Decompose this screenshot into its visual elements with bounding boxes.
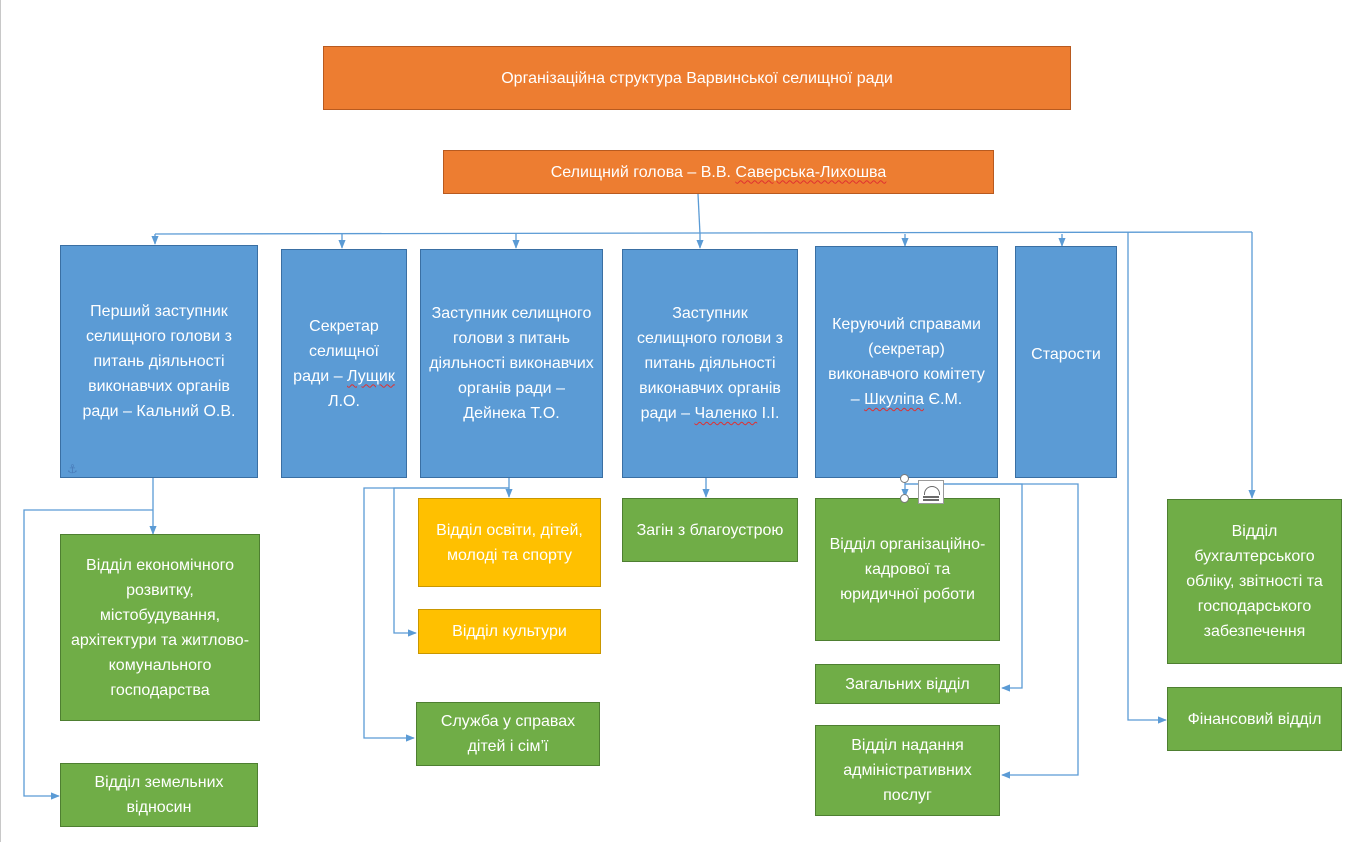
manager-prefix: Керуючий справами (секретар) виконавчого… <box>828 316 985 408</box>
anchor-icon: ⚓ <box>67 462 78 476</box>
deputy2-text: Заступник селищного голови з питань діял… <box>429 305 594 422</box>
dept-accounting-text: Відділ бухгалтерського обліку, звітності… <box>1186 523 1323 640</box>
deputy3-text: Заступник селищного голови з питань діял… <box>631 301 789 426</box>
dept-land-box[interactable]: Відділ земельних відносин <box>60 763 258 827</box>
connector-to-finance <box>1127 232 1167 724</box>
secretary-suffix: Л.О. <box>328 392 360 410</box>
dept-finance-box[interactable]: Фінансовий відділ <box>1167 687 1342 751</box>
dept-children-text: Служба у справах дітей і сім’ї <box>440 713 576 755</box>
dept-improvement-text: Загін з благоустрою <box>636 521 784 539</box>
dept-hr-text: Відділ організаційно-кадрової та юридичн… <box>829 536 986 603</box>
deputy3-box[interactable]: Заступник селищного голови з питань діял… <box>622 249 798 478</box>
deputy3-prefix: Заступник селищного голови з питань діял… <box>636 305 784 422</box>
head-name: Саверська-Лихошва <box>735 163 887 181</box>
secretary-name: Лущик <box>347 367 395 385</box>
deputy1-box[interactable]: Перший заступник селищного голови з пита… <box>60 245 258 478</box>
resize-handle-bottom[interactable] <box>900 494 909 503</box>
dept-economy-box[interactable]: Відділ економічного розвитку, містобудув… <box>60 534 260 721</box>
deputy2-box[interactable]: Заступник селищного голови з питань діял… <box>420 249 603 478</box>
manager-text: Керуючий справами (секретар) виконавчого… <box>824 312 989 412</box>
dept-economy-text: Відділ економічного розвитку, містобудув… <box>70 556 250 699</box>
manager-suffix: Є.М. <box>924 391 963 408</box>
secretary-text: Секретар селищної ради – Лущик Л.О. <box>290 314 398 414</box>
elders-text: Старости <box>1031 346 1101 363</box>
head-box[interactable]: Селищний голова – В.В. Саверська-Лихошва <box>443 150 994 194</box>
manager-box[interactable]: Керуючий справами (секретар) виконавчого… <box>815 246 998 478</box>
dept-culture-text: Відділ культури <box>452 623 567 640</box>
deputy3-suffix: І.І. <box>757 405 780 422</box>
dept-general-text: Загальних відділ <box>845 675 970 693</box>
secretary-prefix: Секретар селищної ради – <box>293 317 379 385</box>
dept-culture-box[interactable]: Відділ культури <box>418 609 601 654</box>
head-text: Селищний голова – В.В. Саверська-Лихошва <box>551 160 887 185</box>
connector-bus <box>154 231 1253 235</box>
dept-improvement-box[interactable]: Загін з благоустрою <box>622 498 798 562</box>
head-prefix: Селищний голова – В.В. <box>550 163 736 181</box>
dept-general-box[interactable]: Загальних відділ <box>815 664 1000 704</box>
title-box[interactable]: Організаційна структура Варвинської сели… <box>323 46 1071 110</box>
elders-box[interactable]: Старости <box>1015 246 1117 478</box>
connector-head-bus <box>697 193 701 235</box>
dept-finance-text: Фінансовий відділ <box>1187 710 1322 728</box>
resize-handle-top[interactable] <box>900 474 909 483</box>
connector-to-land <box>23 509 153 800</box>
dept-hr-box[interactable]: Відділ організаційно-кадрової та юридичн… <box>815 498 1000 641</box>
deputy1-text: Перший заступник селищного голови з пита… <box>82 303 236 420</box>
secretary-box[interactable]: Секретар селищної ради – Лущик Л.О. <box>281 249 407 478</box>
layout-options-icon[interactable] <box>918 480 944 504</box>
deputy3-name: Чаленко <box>694 405 758 422</box>
page-edge <box>0 0 1 842</box>
dept-admin-box[interactable]: Відділ надання адміністративних послуг <box>815 725 1000 816</box>
manager-name: Шкуліпа <box>864 391 925 408</box>
connector-to-children <box>363 487 509 742</box>
dept-children-box[interactable]: Служба у справах дітей і сім’ї <box>416 702 600 766</box>
dept-admin-text: Відділ надання адміністративних послуг <box>843 737 972 804</box>
dept-education-text: Відділ освіти, дітей, молоді та спорту <box>436 521 583 564</box>
connector-to-admin <box>905 483 1079 779</box>
title-text: Організаційна структура Варвинської сели… <box>501 69 893 87</box>
dept-accounting-box[interactable]: Відділ бухгалтерського обліку, звітності… <box>1167 499 1342 664</box>
dept-land-text: Відділ земельних відносин <box>94 774 224 816</box>
dept-education-box[interactable]: Відділ освіти, дітей, молоді та спорту <box>418 498 601 587</box>
